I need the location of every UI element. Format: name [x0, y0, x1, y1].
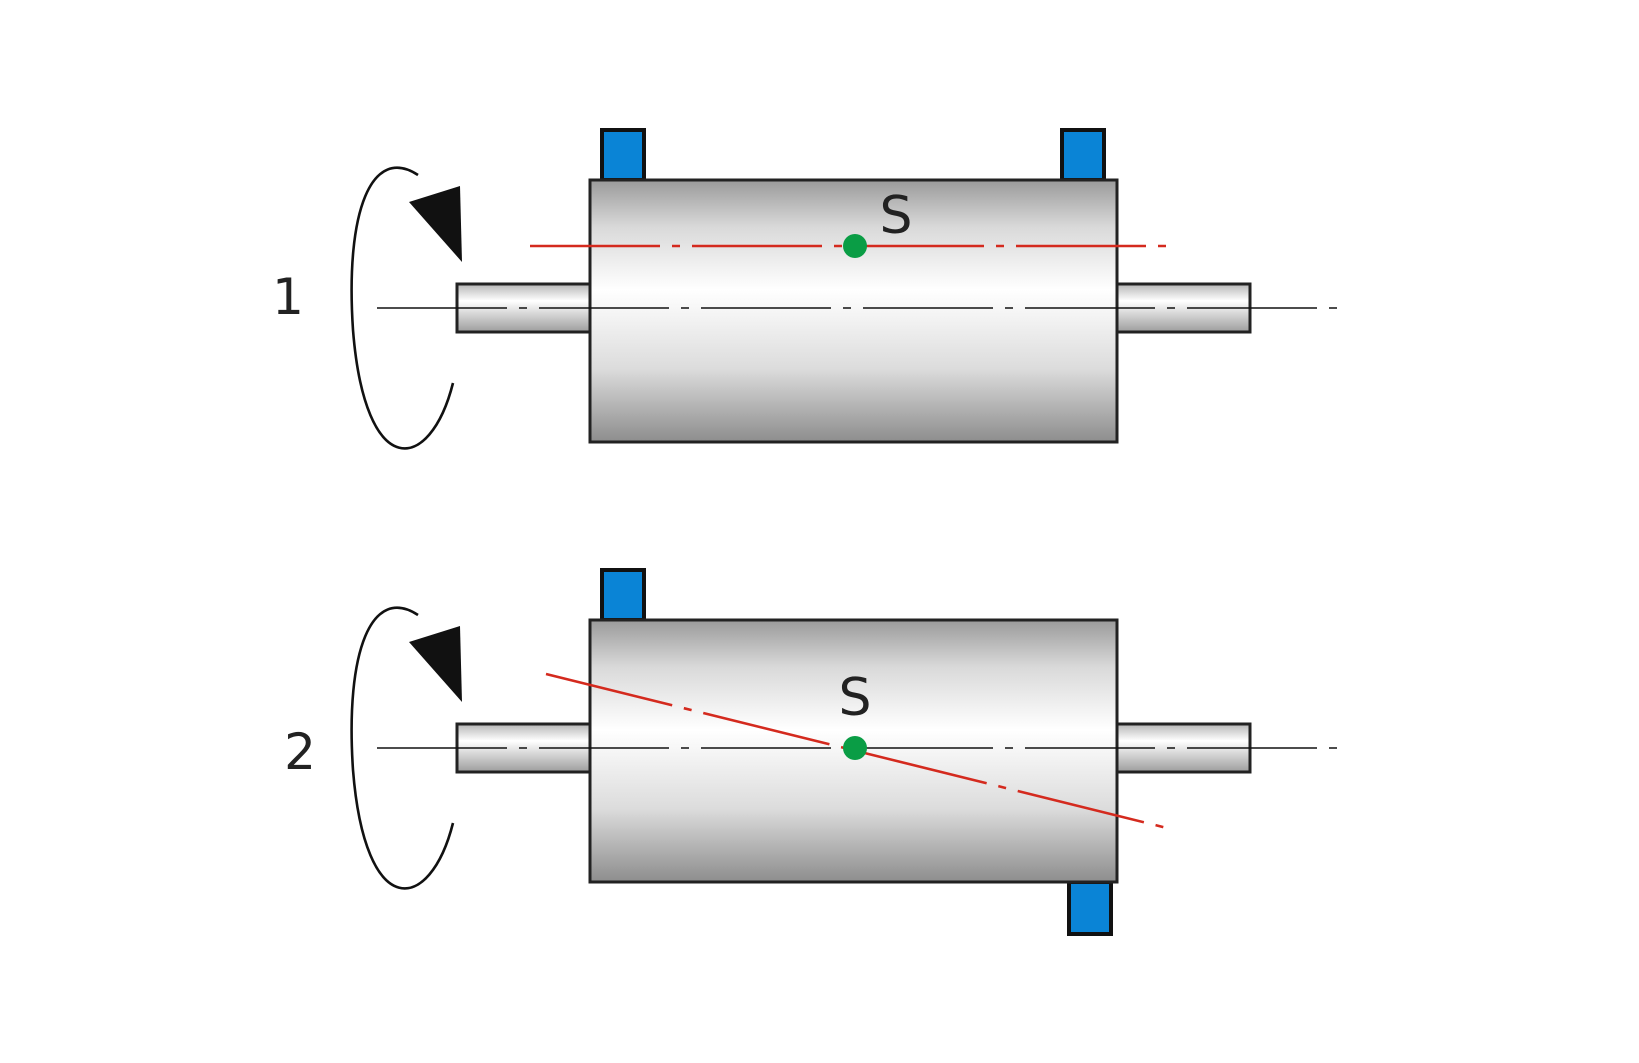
- rotor-drum: [588, 178, 1119, 444]
- center-of-mass-label: S: [879, 186, 912, 246]
- figure-number-1: 1: [272, 268, 304, 326]
- rotation-arrow-icon: [350, 166, 462, 450]
- center-of-mass-dot: [843, 736, 867, 760]
- balance-weight-top-left: [600, 568, 646, 622]
- center-of-mass-dot: [843, 234, 867, 258]
- balance-weight-top-right: [1060, 128, 1106, 182]
- rotation-arrow-icon: [350, 606, 462, 890]
- center-of-mass-label: S: [838, 668, 871, 728]
- figure-2: 2 S: [284, 568, 1337, 936]
- mass-axis: [545, 672, 1168, 830]
- balance-weight-bottom-right: [1067, 880, 1113, 936]
- figure-number-2: 2: [284, 723, 316, 781]
- balance-weight-top-left: [600, 128, 646, 182]
- figure-1: 1 S: [272, 128, 1337, 450]
